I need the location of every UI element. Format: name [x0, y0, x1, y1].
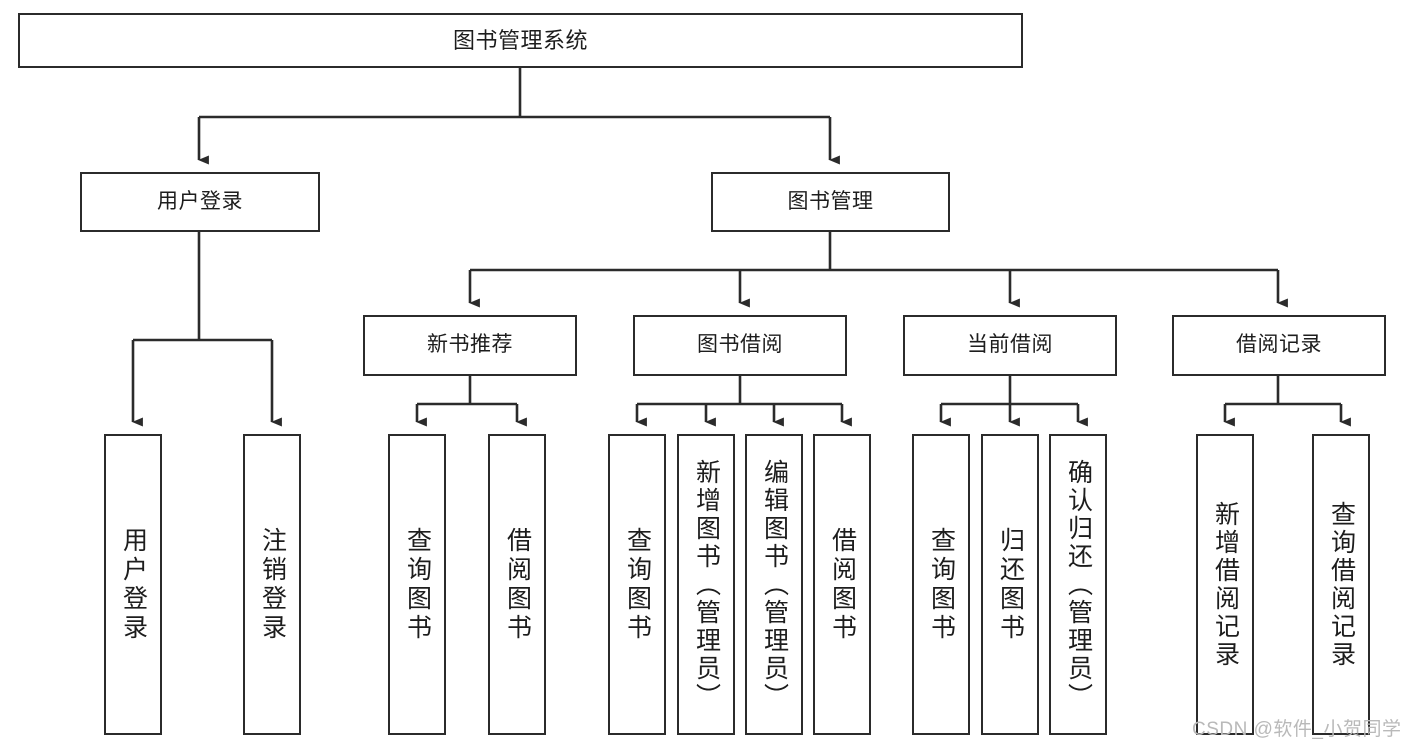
node-label: 新书推荐 — [427, 333, 513, 357]
node-current-borrow[interactable]: 当前借阅 — [903, 315, 1117, 376]
leaf-current-return-book[interactable]: 归还图书 — [981, 434, 1039, 735]
leaf-borrow-edit-book-admin[interactable]: 编辑图书（管理员） — [745, 434, 803, 735]
node-label: 查询图书 — [927, 526, 956, 643]
node-label: 查询借阅记录 — [1327, 500, 1356, 669]
node-label: 注销登录 — [258, 526, 287, 643]
leaf-record-add-borrow-record[interactable]: 新增借阅记录 — [1196, 434, 1254, 735]
node-label: 查询图书 — [623, 526, 652, 643]
node-label: 查询图书 — [403, 526, 432, 643]
node-new-book-recommend[interactable]: 新书推荐 — [363, 315, 577, 376]
leaf-borrow-query-book[interactable]: 查询图书 — [608, 434, 666, 735]
leaf-record-query-borrow-record[interactable]: 查询借阅记录 — [1312, 434, 1370, 735]
node-root-system[interactable]: 图书管理系统 — [18, 13, 1023, 68]
node-label: 图书管理系统 — [452, 27, 588, 53]
leaf-borrow-add-book-admin[interactable]: 新增图书（管理员） — [677, 434, 735, 735]
node-borrow-record[interactable]: 借阅记录 — [1172, 315, 1386, 376]
node-label: 当前借阅 — [967, 333, 1053, 357]
csdn-watermark: CSDN @软件_小贺同学 — [1192, 719, 1402, 740]
leaf-recommend-borrow-book[interactable]: 借阅图书 — [488, 434, 546, 735]
leaf-user-login[interactable]: 用户登录 — [104, 434, 162, 735]
node-label: 图书管理 — [787, 189, 874, 213]
node-user-login[interactable]: 用户登录 — [80, 172, 320, 232]
leaf-current-query-book[interactable]: 查询图书 — [912, 434, 970, 735]
leaf-current-confirm-return-admin[interactable]: 确认归还（管理员） — [1049, 434, 1107, 735]
node-label: 用户登录 — [119, 526, 148, 643]
node-label: 用户登录 — [157, 189, 243, 213]
node-label: 新增借阅记录 — [1211, 500, 1240, 669]
node-book-borrow[interactable]: 图书借阅 — [633, 315, 847, 376]
node-label: 借阅图书 — [503, 526, 532, 643]
leaf-borrow-borrow-book[interactable]: 借阅图书 — [813, 434, 871, 735]
node-label: 归还图书 — [996, 526, 1025, 643]
leaf-recommend-query-book[interactable]: 查询图书 — [388, 434, 446, 735]
node-label: 确认归还（管理员） — [1064, 458, 1093, 711]
node-label: 借阅图书 — [828, 526, 857, 643]
node-label: 借阅记录 — [1236, 333, 1322, 357]
node-label: 编辑图书（管理员） — [760, 458, 789, 711]
node-book-management[interactable]: 图书管理 — [711, 172, 950, 232]
node-label: 新增图书（管理员） — [692, 458, 721, 711]
leaf-user-logout[interactable]: 注销登录 — [243, 434, 301, 735]
node-label: 图书借阅 — [697, 333, 783, 357]
